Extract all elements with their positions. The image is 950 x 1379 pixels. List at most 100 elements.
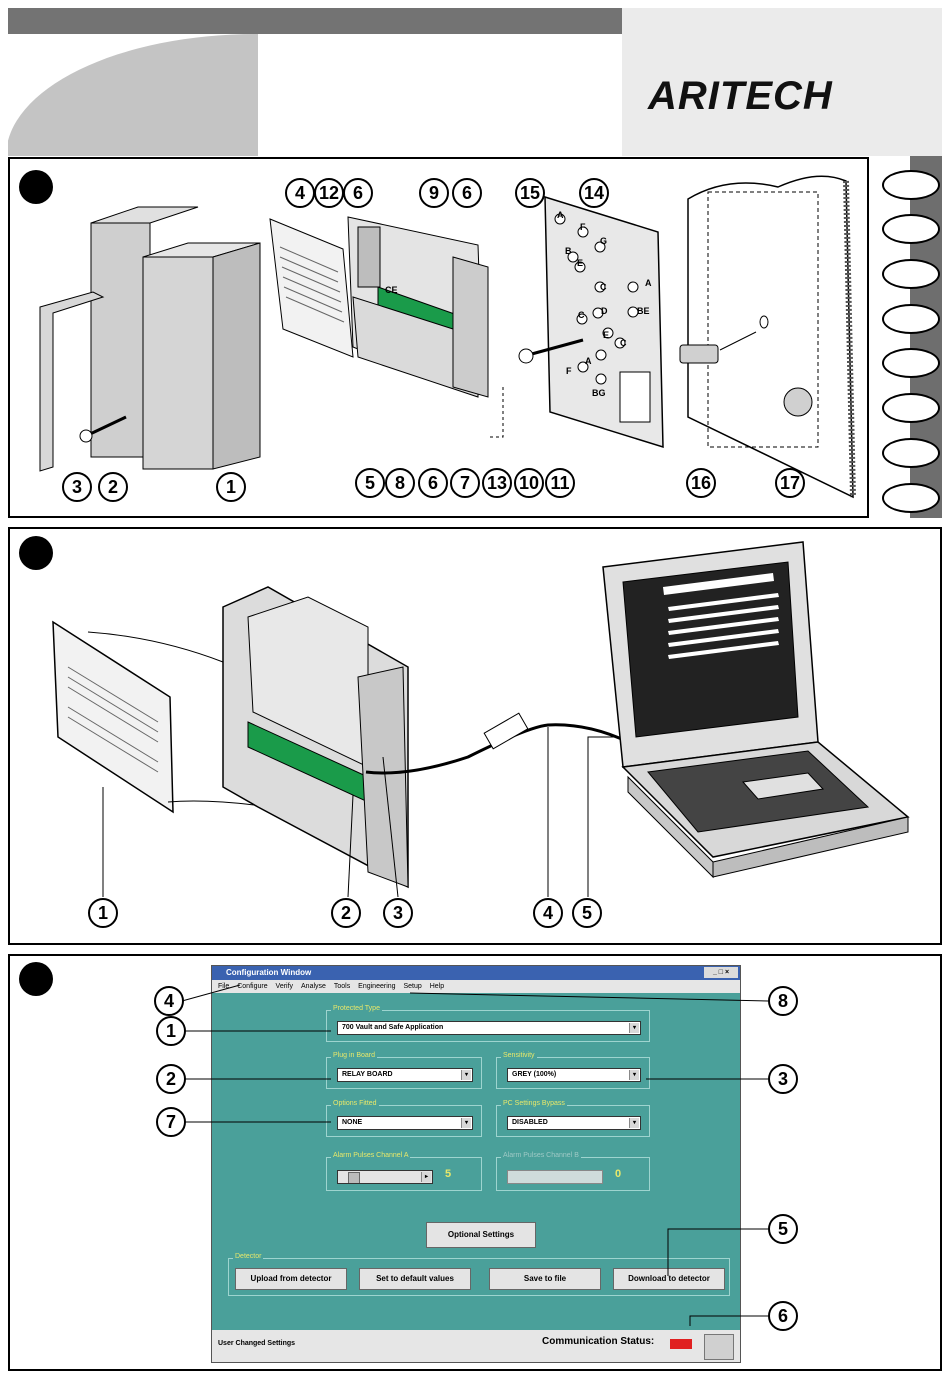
callout-1: 1 <box>88 898 118 928</box>
menu-verify[interactable]: Verify <box>275 983 294 990</box>
plate-letters: A F G B E C A C D BE E C F A BG <box>545 200 665 410</box>
upload-button[interactable]: Upload from detector <box>235 1268 347 1290</box>
language-tab-6[interactable] <box>882 393 940 423</box>
language-tab-5[interactable] <box>882 348 940 378</box>
callout-11: 11 <box>545 468 575 498</box>
callout-10: 10 <box>514 468 544 498</box>
sensitivity-select[interactable]: GREY (100%)▾ <box>507 1068 641 1082</box>
communication-status-label: Communication Status: <box>542 1336 655 1347</box>
callout-6: 6 <box>452 178 482 208</box>
callout-6: 6 <box>768 1301 798 1331</box>
window-title: Configuration Window <box>226 968 312 977</box>
plate-letter: BE <box>637 306 650 316</box>
callout-4: 4 <box>154 986 184 1016</box>
save-button[interactable]: Save to file <box>489 1268 601 1290</box>
options-fitted-select[interactable]: NONE▾ <box>337 1116 473 1130</box>
callout-9: 9 <box>419 178 449 208</box>
plate-letter: C <box>578 310 585 320</box>
alarm-pulses-b-group: Alarm Pulses Channel B 0 <box>496 1152 650 1191</box>
callout-2: 2 <box>331 898 361 928</box>
sensitivity-group: Sensitivity GREY (100%)▾ <box>496 1052 650 1089</box>
plate-letter: A <box>557 210 564 220</box>
menu-help[interactable]: Help <box>429 983 445 990</box>
callout-16: 16 <box>686 468 716 498</box>
plate-letter: B <box>565 246 572 256</box>
figure-2-marker <box>19 536 53 570</box>
language-tab-8[interactable] <box>882 483 940 513</box>
figure-3-leaders <box>181 984 769 1326</box>
figure-1-illustration <box>39 175 856 499</box>
callout-5: 5 <box>355 468 385 498</box>
callout-5: 5 <box>768 1214 798 1244</box>
window-controls[interactable]: _ □ × <box>704 967 738 978</box>
menu-setup[interactable]: Setup <box>403 983 422 990</box>
callout-1: 1 <box>216 472 246 502</box>
callout-8: 8 <box>768 986 798 1016</box>
callout-17: 17 <box>775 468 805 498</box>
alarm-pulses-b-value: 0 <box>615 1168 622 1180</box>
plate-letter: A <box>585 356 592 366</box>
alarm-pulses-b-slider[interactable] <box>507 1170 603 1184</box>
callout-7: 7 <box>450 468 480 498</box>
window-title-bar: Configuration Window _ □ × <box>212 966 740 980</box>
plate-letter: F <box>580 222 586 232</box>
menu-tools[interactable]: Tools <box>333 983 351 990</box>
pc-settings-bypass-group: PC Settings Bypass DISABLED▾ <box>496 1100 650 1137</box>
callout-13: 13 <box>482 468 512 498</box>
callout-3: 3 <box>383 898 413 928</box>
plate-letter: E <box>603 330 610 340</box>
pc-settings-bypass-select[interactable]: DISABLED▾ <box>507 1116 641 1130</box>
plate-letter: G <box>600 236 608 246</box>
application-select[interactable]: 700 Vault and Safe Application▾ <box>337 1021 641 1035</box>
plug-in-board-select[interactable]: RELAY BOARD▾ <box>337 1068 473 1082</box>
callout-8: 8 <box>385 468 415 498</box>
language-tab-1[interactable] <box>882 170 940 200</box>
figure-2-illustration <box>52 541 910 898</box>
status-bar: User Changed Settings Communication Stat… <box>212 1330 740 1362</box>
callout-4: 4 <box>285 178 315 208</box>
language-tab-7[interactable] <box>882 438 940 468</box>
menu-analyse[interactable]: Analyse <box>301 983 326 990</box>
callout-4: 4 <box>533 898 563 928</box>
language-tab-2[interactable] <box>882 214 940 244</box>
callout-7: 7 <box>156 1107 186 1137</box>
callout-3: 3 <box>62 472 92 502</box>
menu-file[interactable]: File <box>218 983 230 990</box>
plate-letter: C <box>620 338 627 348</box>
callout-14: 14 <box>579 178 609 208</box>
optional-settings-button[interactable]: Optional Settings <box>426 1222 536 1248</box>
callout-1: 1 <box>156 1016 186 1046</box>
download-button[interactable]: Download to detector <box>613 1268 725 1290</box>
callout-15: 15 <box>515 178 545 208</box>
plate-letter: F <box>566 366 572 376</box>
plate-letter: BG <box>592 388 606 398</box>
communication-icon[interactable] <box>704 1334 734 1360</box>
header-bar <box>8 8 622 34</box>
ce-mark: CE <box>385 285 398 295</box>
menu-bar: File Configure Verify Analyse Tools Engi… <box>212 980 740 993</box>
language-tab-4[interactable] <box>882 304 940 334</box>
plate-letter: A <box>645 278 652 288</box>
menu-configure[interactable]: Configure <box>237 983 268 990</box>
header-side-panel <box>622 8 942 156</box>
plate-letter: D <box>601 306 608 316</box>
alarm-pulses-a-slider[interactable]: ▸ <box>337 1170 433 1184</box>
menu-engineering[interactable]: Engineering <box>358 983 396 990</box>
callout-2: 2 <box>156 1064 186 1094</box>
options-fitted-group: Options Fitted NONE▾ <box>326 1100 482 1137</box>
callout-2: 2 <box>98 472 128 502</box>
alarm-pulses-a-group: Alarm Pulses Channel A ▸ 5 <box>326 1152 482 1191</box>
header-arc <box>8 34 258 156</box>
plug-in-board-group: Plug in Board RELAY BOARD▾ <box>326 1052 482 1089</box>
communication-status-indicator <box>670 1339 692 1349</box>
language-tab-3[interactable] <box>882 259 940 289</box>
callout-5: 5 <box>572 898 602 928</box>
figure-3-marker <box>19 962 53 996</box>
protected-type-group: Protected Type 700 Vault and Safe Applic… <box>326 1005 650 1042</box>
callout-6: 6 <box>418 468 448 498</box>
status-message: User Changed Settings <box>218 1340 296 1347</box>
defaults-button[interactable]: Set to default values <box>359 1268 471 1290</box>
brand-logo-text: ARITECH <box>648 74 833 118</box>
plate-letter: E <box>577 258 584 268</box>
plate-letter: C <box>600 282 607 292</box>
